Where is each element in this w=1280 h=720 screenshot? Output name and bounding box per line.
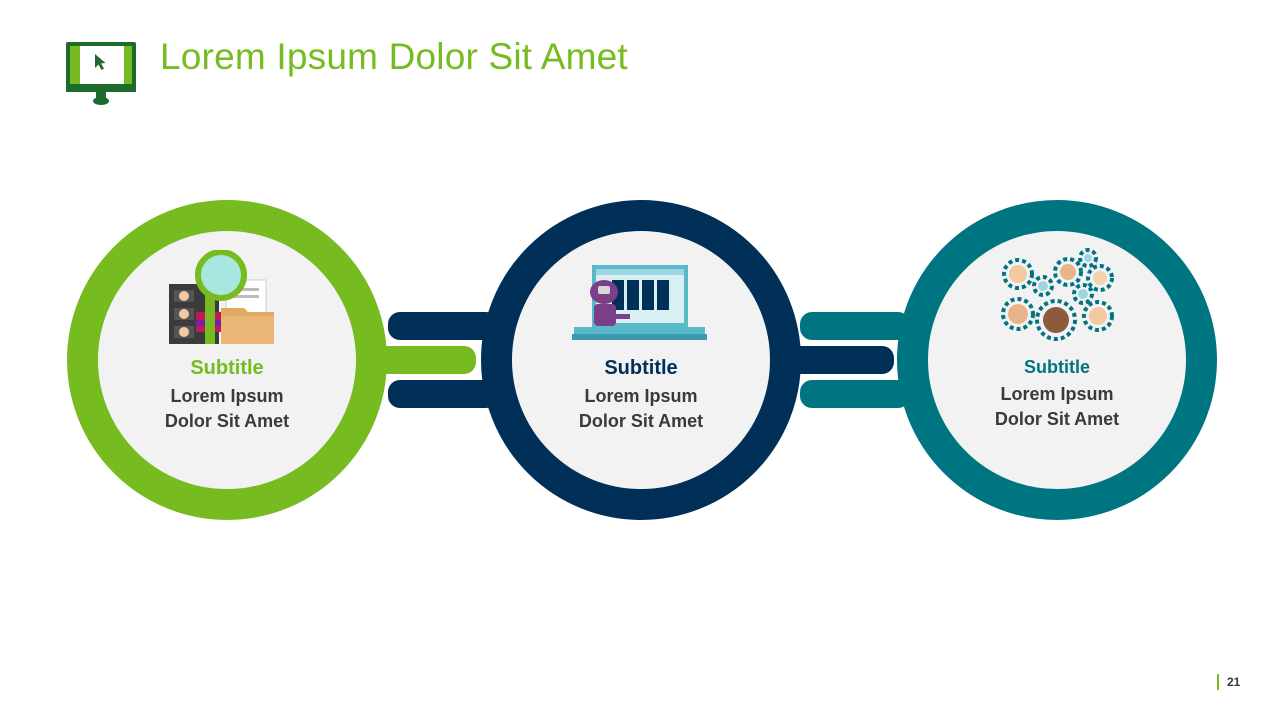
step-text-2: Subtitle Lorem Ipsum Dolor Sit Amet (541, 357, 741, 434)
people-gears-icon (1001, 248, 1114, 341)
connector-bar (370, 346, 476, 374)
step-subtitle: Subtitle (604, 357, 678, 379)
step-text-1: Subtitle Lorem Ipsum Dolor Sit Amet (127, 357, 327, 434)
step-subtitle: Subtitle (1024, 357, 1090, 377)
robot-laptop-icon (572, 265, 707, 340)
step-desc-line1: Lorem Ipsum (1000, 384, 1114, 404)
monitor-cursor-icon (66, 42, 136, 105)
step-desc-line2: Dolor Sit Amet (578, 411, 704, 431)
step-desc-line1: Lorem Ipsum (170, 386, 284, 406)
step-text-3: Subtitle Lorem Ipsum Dolor Sit Amet (957, 357, 1157, 432)
step-desc-line2: Dolor Sit Amet (994, 409, 1120, 429)
profile-search-icon (169, 250, 274, 344)
step-subtitle: Subtitle (190, 357, 264, 379)
step-desc-line1: Lorem Ipsum (584, 386, 698, 406)
connector-bar (388, 312, 498, 340)
connector-bar (388, 380, 498, 408)
step-desc-line2: Dolor Sit Amet (164, 411, 290, 431)
connector-bar (800, 312, 910, 340)
page-number: 21 (1217, 674, 1240, 690)
connector-bar (800, 380, 910, 408)
page-title: Lorem Ipsum Dolor Sit Amet (160, 36, 628, 77)
